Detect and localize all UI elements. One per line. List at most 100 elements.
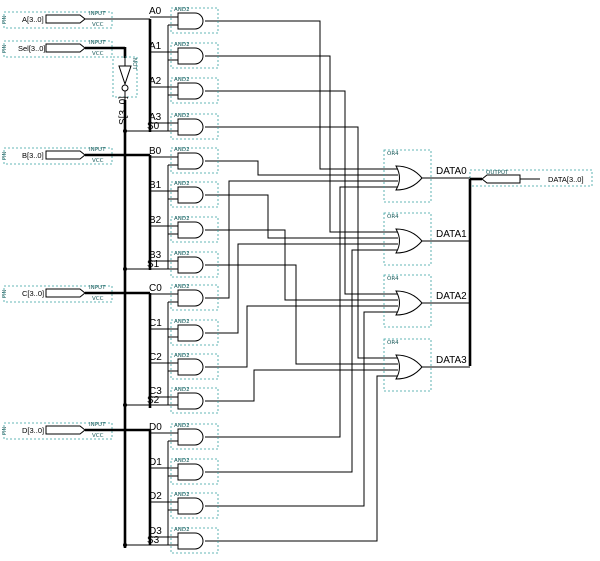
net-label-d2: D2: [149, 491, 162, 502]
svg-text:OR4: OR4: [387, 340, 399, 346]
svg-text:OR4: OR4: [387, 151, 399, 157]
and-gate-9[interactable]: AND2: [170, 284, 219, 311]
select-junction-0: [123, 129, 127, 133]
and-gate-14[interactable]: AND2: [170, 458, 219, 485]
and-gate-12[interactable]: AND2: [170, 387, 219, 414]
svg-text:AND2: AND2: [174, 492, 190, 498]
select-junction-1: [123, 267, 127, 271]
input-pin-b[interactable]: PIN B[3..0] INPUT VCC: [2, 147, 113, 165]
svg-text:PIN: PIN: [2, 427, 8, 435]
and-gate-5[interactable]: AND2: [170, 147, 219, 174]
and-gate-15[interactable]: AND2: [170, 492, 219, 519]
net-label-s3: S3: [147, 535, 160, 546]
net-label-c0: C0: [149, 283, 162, 294]
svg-text:OR4: OR4: [387, 276, 399, 282]
select-junction-3: [123, 543, 127, 547]
input-d-label: D[3..0]: [22, 426, 44, 435]
input-pin-d[interactable]: PIN D[3..0] INPUT VCC: [2, 422, 113, 440]
svg-text:AND2: AND2: [174, 458, 190, 464]
and-gate-7[interactable]: AND2: [170, 216, 219, 243]
net-label-d0: D0: [149, 422, 162, 433]
and-gate-3[interactable]: AND2: [170, 77, 219, 104]
svg-text:PIN: PIN: [2, 152, 8, 160]
and-gate-16[interactable]: AND2: [170, 527, 219, 554]
select-bus-label: S[3..0]: [118, 96, 129, 125]
svg-text:VCC: VCC: [92, 296, 104, 302]
svg-text:AND2: AND2: [174, 42, 190, 48]
net-label-a3: A3: [149, 112, 162, 123]
and-gate-13[interactable]: AND2: [170, 423, 219, 450]
input-sel-label: Sel[3..0]: [18, 44, 46, 53]
svg-text:PIN: PIN: [2, 290, 8, 298]
net-label-s2: S2: [147, 395, 160, 406]
net-label-a1: A1: [149, 41, 162, 52]
svg-text:NOT: NOT: [131, 58, 137, 70]
svg-text:INPUT: INPUT: [89, 11, 106, 17]
svg-text:VCC: VCC: [92, 51, 104, 57]
net-label-b1: B1: [149, 180, 162, 191]
net-label-data0: DATA0: [436, 166, 467, 177]
svg-text:AND2: AND2: [174, 284, 190, 290]
svg-text:OR4: OR4: [387, 214, 399, 220]
and-gates: AND2AND2AND2AND2AND2AND2AND2AND2AND2AND2…: [170, 7, 219, 554]
select-junction-2: [123, 403, 127, 407]
svg-text:AND2: AND2: [174, 7, 190, 13]
net-label-s1: S1: [147, 259, 160, 270]
svg-text:VCC: VCC: [92, 433, 104, 439]
and-gate-11[interactable]: AND2: [170, 353, 219, 380]
svg-text:INPUT: INPUT: [89, 285, 106, 291]
input-pin-a[interactable]: PIN A[3..0] INPUT VCC: [2, 11, 150, 29]
and-gate-4[interactable]: AND2: [170, 113, 219, 140]
svg-text:AND2: AND2: [174, 181, 190, 187]
output-pin-data[interactable]: OUTPUT DATA[3..0]: [469, 169, 593, 187]
net-label-data2: DATA2: [436, 291, 467, 302]
svg-text:AND2: AND2: [174, 527, 190, 533]
svg-text:INPUT: INPUT: [89, 40, 106, 46]
input-c-label: C[3..0]: [22, 289, 44, 298]
svg-text:PIN: PIN: [2, 16, 8, 24]
input-bus-lines: [85, 19, 152, 548]
svg-text:INPUT: INPUT: [89, 147, 106, 153]
net-label-c3: C3: [149, 386, 162, 397]
svg-text:AND2: AND2: [174, 353, 190, 359]
svg-text:VCC: VCC: [92, 158, 104, 164]
and-gate-1[interactable]: AND2: [170, 7, 219, 34]
svg-text:OUTPUT: OUTPUT: [486, 170, 509, 176]
svg-text:AND2: AND2: [174, 113, 190, 119]
svg-text:AND2: AND2: [174, 319, 190, 325]
net-label-data3: DATA3: [436, 355, 467, 366]
net-label-a0: A0: [149, 6, 162, 17]
net-label-c1: C1: [149, 318, 162, 329]
svg-text:AND2: AND2: [174, 251, 190, 257]
svg-text:AND2: AND2: [174, 423, 190, 429]
svg-text:AND2: AND2: [174, 77, 190, 83]
svg-text:AND2: AND2: [174, 387, 190, 393]
routing-wires: [123, 16, 398, 547]
svg-text:INPUT: INPUT: [89, 422, 106, 428]
svg-text:VCC: VCC: [92, 22, 104, 28]
net-label-c2: C2: [149, 352, 162, 363]
input-pin-sel[interactable]: PIN Sel[3..0] INPUT VCC: [2, 40, 113, 58]
net-label-data1: DATA1: [436, 229, 467, 240]
and-gate-8[interactable]: AND2: [170, 251, 219, 278]
and-gate-10[interactable]: AND2: [170, 319, 219, 346]
svg-text:AND2: AND2: [174, 216, 190, 222]
output-data-label: DATA[3..0]: [548, 175, 584, 184]
input-b-label: B[3..0]: [22, 151, 44, 160]
net-label-d3: D3: [149, 526, 162, 537]
and-gate-2[interactable]: AND2: [170, 42, 219, 69]
net-label-a2: A2: [149, 76, 162, 87]
not-gate[interactable]: NOT: [112, 56, 138, 100]
net-label-b3: B3: [149, 250, 162, 261]
and-gate-6[interactable]: AND2: [170, 181, 219, 208]
net-label-b0: B0: [149, 146, 162, 157]
net-label-d1: D1: [149, 457, 162, 468]
input-a-label: A[3..0]: [22, 15, 44, 24]
